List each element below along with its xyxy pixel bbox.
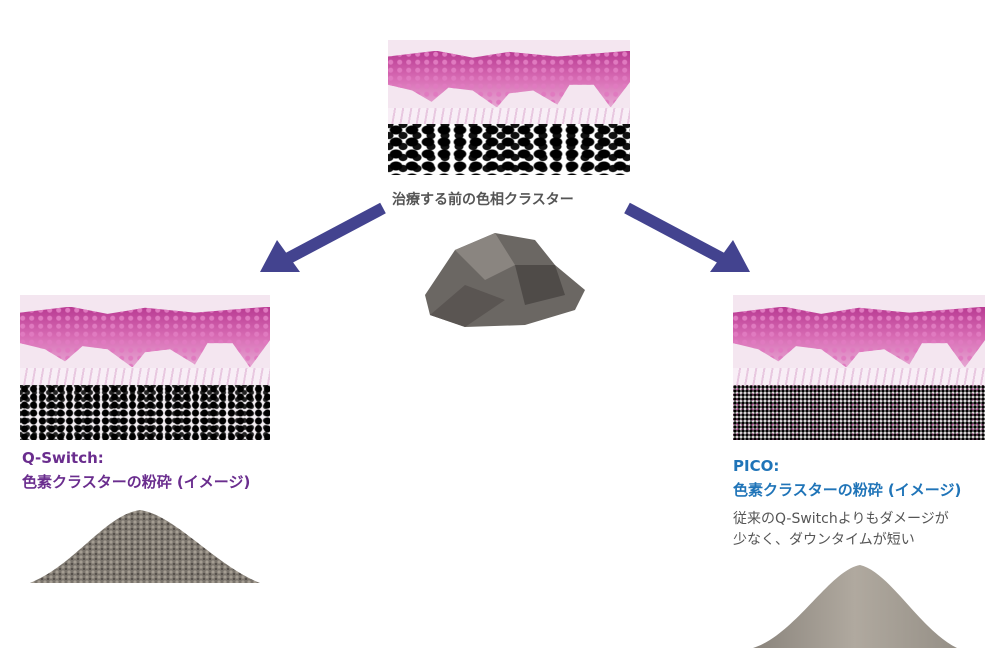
pico-subtitle: 色素クラスターの粉砕 (イメージ) (733, 481, 962, 499)
pico-note-line2: 少なく、ダウンタイムが短い (733, 532, 915, 548)
rock-image (425, 233, 585, 327)
coarse-gravel-pile-image (30, 510, 260, 583)
before-caption: 治療する前の色相クラスター (392, 192, 574, 208)
pico-note-line1: 従来のQ-Switchよりもダメージが (733, 511, 949, 527)
qswitch-title: Q-Switch: (22, 449, 104, 467)
arrow-to-pico-icon (624, 202, 750, 272)
skin-qswitch-image (20, 295, 270, 440)
skin-before-treatment-image (388, 40, 630, 175)
arrow-to-qswitch-icon (260, 202, 386, 272)
skin-pico-image (733, 295, 985, 440)
fine-sand-pile-image (753, 565, 957, 648)
qswitch-subtitle: 色素クラスターの粉砕 (イメージ) (22, 473, 251, 491)
pico-title: PICO: (733, 457, 780, 475)
